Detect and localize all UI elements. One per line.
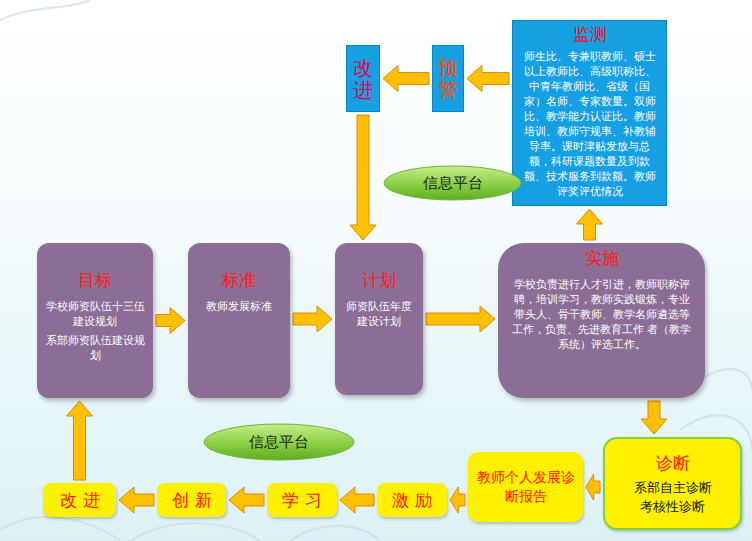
- arrow-shape: [383, 66, 429, 92]
- process-box: 计划师资队伍年度建设计划: [335, 243, 423, 395]
- node-text: 系部师资队伍建设规划: [45, 333, 145, 363]
- node-heading: 计划: [343, 269, 415, 291]
- node-text: 激励: [386, 489, 438, 512]
- block-arrow: [156, 308, 185, 334]
- block-arrow: [641, 401, 667, 434]
- node-text: 教师发展标准: [196, 299, 282, 314]
- node-heading: 诊断: [656, 452, 690, 474]
- block-arrow: [586, 474, 600, 500]
- arrow-shape: [229, 487, 264, 513]
- block-arrow: [426, 306, 495, 332]
- node-text: 学校负责进行人才引进，教师职称评聘，培训学习，教师实践锻炼，专业带头人、骨干教师…: [510, 277, 693, 352]
- node-text: 系部自主诊断: [634, 478, 712, 497]
- arrow-shape: [641, 401, 667, 434]
- arrow-shape: [350, 115, 376, 240]
- step-box: 学习: [267, 483, 337, 517]
- process-box: 标准教师发展标准: [188, 243, 290, 398]
- block-arrow: [450, 487, 465, 513]
- node-heading: 监测: [519, 23, 660, 45]
- node-text: 改进: [54, 489, 106, 512]
- cloud-swirl: [130, 523, 260, 541]
- node-text: 学习: [276, 489, 328, 512]
- block-arrow: [577, 209, 603, 240]
- warning-box: 预警: [432, 45, 464, 112]
- node-heading: 标准: [196, 269, 282, 291]
- arrow-shape: [467, 66, 509, 92]
- process-box: 目标学校师资队伍十三伍建设规划系部师资队伍建设规划: [37, 243, 153, 398]
- block-arrow: [293, 306, 332, 332]
- step-box: 创新: [157, 483, 226, 517]
- block-arrow: [67, 401, 93, 480]
- block-arrow: [383, 66, 429, 92]
- platform-ellipse: 信息平台: [383, 165, 522, 201]
- improve-box: 改进: [346, 45, 380, 112]
- block-arrow: [229, 487, 264, 513]
- arrow-shape: [426, 306, 495, 332]
- arrow-shape: [119, 487, 154, 513]
- cloud-swirl: [700, 369, 752, 390]
- node-text: 创新: [166, 489, 218, 512]
- cloud-swirl: [0, 517, 120, 540]
- node-text: 师生比、专兼职教师、硕士以上教师比、高级职称比、中青年教师比、省级（国家）名师、…: [519, 49, 660, 199]
- cloud-swirl: [290, 526, 380, 541]
- arrow-shape: [67, 401, 93, 480]
- node-heading: 实施: [510, 247, 693, 269]
- block-arrow: [350, 115, 376, 240]
- node-text: 教师个人发展诊断报告: [476, 468, 575, 506]
- report-box: 教师个人发展诊断报告: [468, 452, 583, 522]
- node-text: 预警: [438, 57, 458, 101]
- step-box: 改进: [43, 483, 116, 517]
- process-box: 实施学校负责进行人才引进，教师职称评聘，培训学习，教师实践锻炼，专业带头人、骨干…: [498, 243, 705, 398]
- node-text: 改进: [353, 57, 373, 101]
- node-text: 信息平台: [423, 174, 483, 193]
- block-arrow: [340, 487, 374, 513]
- ellipse-outline: [384, 166, 521, 200]
- node-text: 学校师资队伍十三伍建设规划: [45, 299, 145, 329]
- step-box: 激励: [377, 483, 447, 517]
- node-heading: 目标: [45, 269, 145, 291]
- arrow-shape: [156, 308, 185, 334]
- node-text: 师资队伍年度建设计划: [343, 299, 415, 329]
- arrow-shape: [340, 487, 374, 513]
- node-text: 考核性诊断: [640, 497, 705, 516]
- block-arrow: [119, 487, 154, 513]
- arrow-shape: [577, 209, 603, 240]
- ellipse-outline: [204, 424, 354, 460]
- diagnosis-box: 诊断系部自主诊断考核性诊断: [603, 437, 742, 530]
- platform-ellipse: 信息平台: [203, 423, 355, 461]
- monitor-box: 监测师生比、专兼职教师、硕士以上教师比、高级职称比、中青年教师比、省级（国家）名…: [512, 20, 667, 206]
- arrow-shape: [586, 474, 600, 500]
- arrow-shape: [450, 487, 465, 513]
- cloud-swirl: [0, 0, 90, 20]
- block-arrow: [467, 66, 509, 92]
- node-text: 信息平台: [249, 433, 309, 452]
- arrow-shape: [293, 306, 332, 332]
